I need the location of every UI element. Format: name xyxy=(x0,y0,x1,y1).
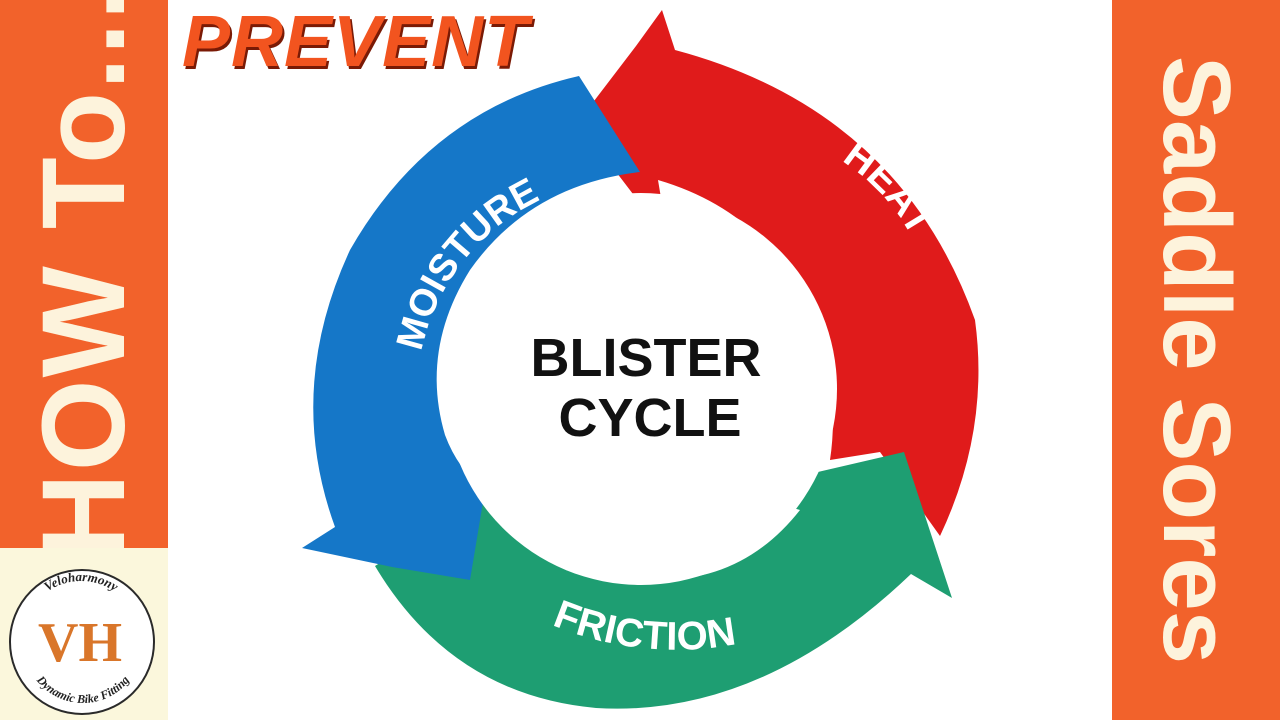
logo-monogram: VH xyxy=(38,612,122,674)
how-to-banner: HOW To... xyxy=(0,0,168,558)
prevent-title: PREVENT xyxy=(182,2,530,82)
topic-text: Saddle Sores xyxy=(1143,55,1250,665)
center-circle xyxy=(445,193,837,585)
veloharmony-logo: Veloharmony VH Dynamic Bike Fitting xyxy=(0,548,168,720)
center-title-line2: CYCLE xyxy=(558,388,741,448)
topic-banner: Saddle Sores xyxy=(1112,0,1280,720)
moisture-arrow xyxy=(302,76,640,580)
logo-ring xyxy=(9,569,155,715)
center-title-line1: BLISTER xyxy=(530,328,761,388)
heat-arrow xyxy=(578,10,979,536)
logo-emblem: Veloharmony VH Dynamic Bike Fitting xyxy=(9,569,155,715)
